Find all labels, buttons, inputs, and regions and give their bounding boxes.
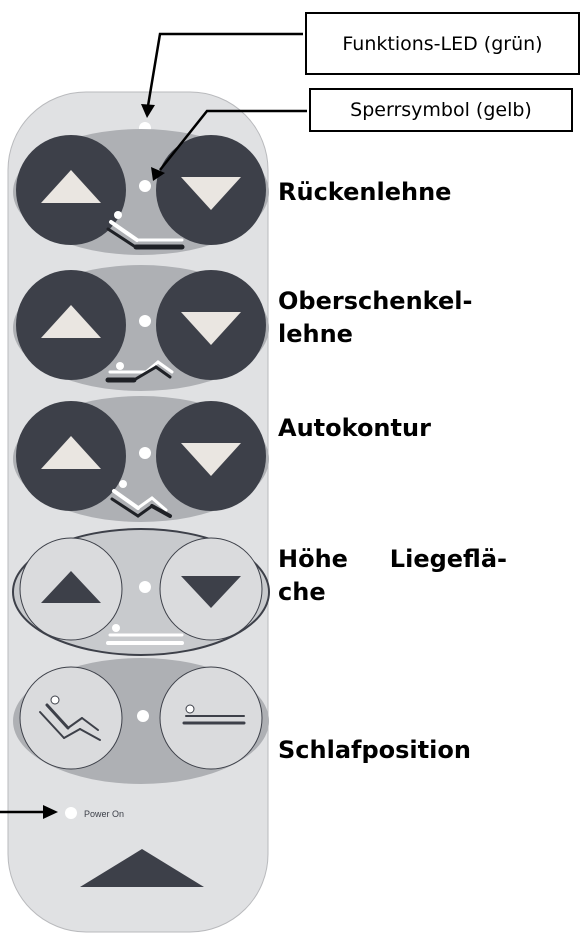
arrow-head-icon — [43, 805, 58, 819]
function-led-callout-text: Funktions-LED (grün) — [342, 32, 543, 55]
sleep-flat-button[interactable] — [159, 666, 263, 770]
label-thigh: Oberschenkel- lehne — [278, 285, 518, 351]
bed-backrest-icon — [106, 211, 185, 250]
panel-thigh — [13, 265, 269, 391]
panel-sleep — [13, 658, 269, 784]
lock-indicator — [139, 180, 151, 192]
center-indicator — [139, 447, 151, 459]
panel-autocontour — [13, 396, 269, 522]
callout-arrows — [0, 32, 307, 819]
center-indicator — [139, 315, 151, 327]
arrow-down-icon — [181, 312, 241, 345]
arrow-down-icon — [181, 443, 241, 476]
label-thigh-line2: lehne — [278, 320, 353, 348]
label-height-line1: Höhe Liegeflä- — [278, 545, 507, 573]
arrow-up-icon — [41, 170, 101, 203]
label-sleep: Schlafposition — [278, 736, 471, 764]
power-led — [65, 807, 77, 819]
bed-height-icon — [106, 624, 184, 645]
label-height: Höhe Liegeflä- che — [278, 543, 518, 609]
bed-thigh-icon — [105, 360, 174, 383]
power-on-label: Power On — [84, 809, 124, 819]
arrow-head-icon — [141, 104, 155, 118]
label-height-line2: che — [278, 578, 326, 606]
panel-height — [12, 528, 270, 656]
led-callout-arrow — [146, 32, 303, 107]
center-indicator — [139, 581, 151, 593]
arrow-up-icon — [41, 436, 101, 469]
bed-flat-icon — [182, 704, 246, 725]
arrow-up-icon — [41, 305, 101, 338]
arrow-head-icon — [151, 167, 165, 181]
panel-backrest — [13, 129, 269, 255]
function-led-callout: Funktions-LED (grün) — [305, 12, 580, 75]
label-thigh-line1: Oberschenkel- — [278, 287, 473, 315]
arrow-down-icon — [181, 177, 241, 210]
center-indicator — [137, 710, 149, 722]
lock-symbol-callout: Sperrsymbol (gelb) — [309, 88, 573, 132]
bed-autocontour-icon — [110, 480, 172, 518]
label-backrest: Rückenlehne — [278, 178, 452, 206]
lock-symbol-callout-text: Sperrsymbol (gelb) — [350, 99, 532, 121]
sleep-sitting-button[interactable] — [19, 666, 123, 770]
bed-sitting-icon — [39, 695, 101, 741]
lock-callout-arrow — [159, 109, 307, 171]
arrow-up-icon — [41, 571, 101, 603]
triangle-button[interactable] — [80, 849, 204, 887]
label-autocontour: Autokontur — [278, 414, 431, 442]
arrow-down-icon — [181, 576, 241, 608]
